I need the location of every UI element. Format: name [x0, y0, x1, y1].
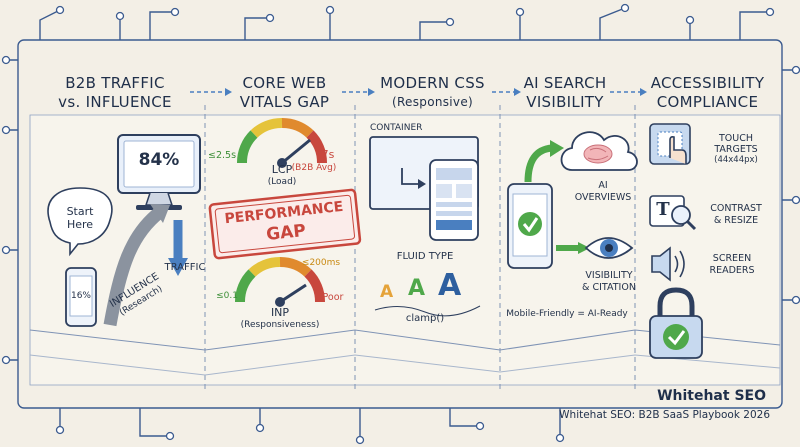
title-line: MODERN CSS	[380, 74, 485, 92]
overviews-line: OVERVIEWS	[574, 192, 632, 203]
touch-target-icon	[649, 123, 691, 165]
visibility-line: VISIBILITY	[585, 270, 633, 281]
lcp-value: 7s	[321, 148, 335, 161]
lcp-good-threshold: ≤2.5s	[208, 150, 237, 161]
clamp-label: clamp()	[405, 313, 445, 324]
column-title-vitals: CORE WEB VITALS GAP	[222, 74, 347, 112]
ai-overviews-arrowhead	[550, 140, 564, 157]
contrast-icon-letter: T	[656, 199, 670, 220]
touch-line: TOUCH	[718, 133, 753, 144]
visibility-arrowhead	[578, 242, 590, 254]
clamp-underline	[374, 305, 481, 317]
mobile-check-icon	[507, 183, 553, 269]
screen-readers-label: SCREEN READERS	[692, 253, 772, 277]
speaker-icon	[651, 246, 685, 282]
footer-caption: Whitehat SEO: B2B SaaS Playbook 2026	[559, 409, 770, 421]
lcp-average: (B2B Avg)	[291, 163, 337, 173]
ai-overviews-arrow	[524, 144, 553, 183]
lcp-subtitle: (Load)	[267, 177, 297, 187]
container-label: CONTAINER	[370, 123, 423, 133]
visibility-label: VISIBILITY & CITATION	[572, 270, 646, 294]
contrast-magnifier-icon	[649, 195, 697, 231]
inp-label: INP (Responsiveness)	[225, 306, 335, 332]
contrast-line: CONTRAST	[710, 203, 762, 214]
fluid-type-label: FLUID TYPE	[396, 251, 454, 262]
traffic-label: TRAFFIC	[164, 262, 206, 273]
visibility-line: & CITATION	[582, 282, 636, 293]
monitor-icon	[117, 134, 201, 210]
title-line: vs. INFLUENCE	[58, 93, 172, 111]
screen-line: SCREEN	[712, 253, 752, 264]
speech-bubble	[47, 187, 113, 257]
eye-icon	[584, 237, 634, 259]
fluid-type-letters: A A A	[380, 268, 480, 308]
circuit-nodes	[1, 3, 800, 445]
title-line: (Responsive)	[391, 95, 474, 109]
touch-line: TARGETS	[714, 144, 758, 155]
start-here-bubble: Start Here	[52, 205, 108, 231]
responsive-phone-icon	[429, 159, 479, 241]
bubble-line: Start	[66, 205, 94, 218]
cloud-brain-icon	[560, 131, 638, 171]
traffic-arrowhead	[168, 258, 188, 276]
circuit-frame	[6, 7, 796, 440]
lcp-label: LCP (Load)	[252, 164, 312, 188]
inp-gauge	[234, 256, 326, 307]
title-line: AI SEARCH	[523, 74, 607, 92]
column-title-css: MODERN CSS (Responsive)	[370, 74, 495, 112]
brand-name: Whitehat SEO	[657, 388, 766, 404]
paper-panel	[29, 114, 781, 386]
inp-good-threshold: ≤0.1	[216, 291, 238, 301]
influence-arrowhead	[150, 204, 170, 223]
performance-gap-stamp	[208, 188, 362, 260]
inp-subtitle: (Responsiveness)	[240, 320, 320, 330]
title-line: CORE WEB	[242, 74, 327, 92]
lock-check-icon	[649, 287, 703, 359]
inp-title: INP	[270, 306, 290, 319]
touch-line: (44x44px)	[714, 155, 758, 165]
inp-poor-label: Poor	[322, 292, 344, 303]
bubble-line: Here	[66, 218, 94, 231]
title-line: COMPLIANCE	[656, 93, 759, 111]
title-line: B2B TRAFFIC	[65, 74, 165, 92]
overviews-line: AI	[598, 180, 608, 191]
contrast-line: & RESIZE	[713, 215, 759, 226]
lcp-title: LCP	[271, 163, 293, 176]
influence-arrow	[103, 206, 165, 327]
inp-threshold: ≤200ms	[301, 258, 341, 268]
letter-large: A	[438, 268, 462, 303]
contrast-resize-label: CONTRAST & RESIZE	[696, 203, 776, 227]
flow-arrowheads	[225, 88, 647, 96]
screen-line: READERS	[709, 265, 755, 276]
monitor-percentage: 84%	[138, 150, 180, 170]
phone-icon	[65, 267, 97, 327]
phone-percentage: 16%	[70, 291, 91, 301]
column-title-a11y: ACCESSIBILITY COMPLIANCE	[640, 74, 775, 112]
column-title-traffic: B2B TRAFFIC vs. INFLUENCE	[40, 74, 190, 112]
mobile-ai-ready-label: Mobile-Friendly = AI-Ready	[506, 309, 628, 319]
ai-overviews-label: AI OVERVIEWS	[566, 180, 640, 204]
title-line: VITALS GAP	[239, 93, 330, 111]
touch-targets-label: TOUCH TARGETS (44x44px)	[694, 133, 778, 166]
title-line: ACCESSIBILITY	[650, 74, 765, 92]
column-title-ai: AI SEARCH VISIBILITY	[510, 74, 620, 112]
lcp-gauge	[236, 117, 328, 168]
letter-small: A	[380, 282, 394, 302]
letter-medium: A	[408, 276, 426, 301]
title-line: VISIBILITY	[526, 93, 604, 111]
